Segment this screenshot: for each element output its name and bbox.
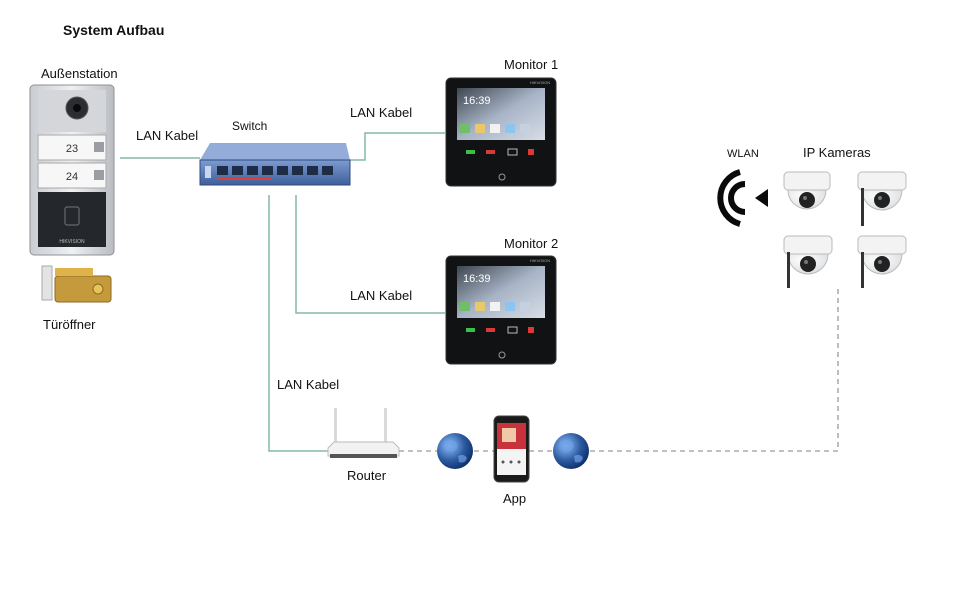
card-reader-icon xyxy=(64,206,80,226)
lan-lines xyxy=(120,132,445,452)
ip-camera-icon xyxy=(783,171,831,210)
globe-icon xyxy=(437,433,473,469)
call-end-icon xyxy=(486,150,495,154)
diagram-title: System Aufbau xyxy=(63,22,165,38)
router-icon xyxy=(327,408,400,458)
station-button-2: 24 xyxy=(66,171,78,183)
wifi-icon xyxy=(717,169,768,227)
monitor-2-label: Monitor 2 xyxy=(504,236,559,251)
monitor-1-label: Monitor 1 xyxy=(504,57,559,72)
monitor-1-device: 16:39 HIKVISION xyxy=(445,77,557,187)
door-opener-icon xyxy=(41,265,112,303)
internet-lines xyxy=(399,285,839,452)
monitor-1-brand: HIKVISION xyxy=(530,80,550,85)
lan-cable-label-1: LAN Kabel xyxy=(136,128,199,143)
monitor-2-device: 16:39 HIKVISION xyxy=(445,255,557,365)
lan-cable-label-3: LAN Kabel xyxy=(350,288,413,303)
switch-label: Switch xyxy=(232,119,268,133)
monitor-1-time: 16:39 xyxy=(463,95,491,107)
ip-camera-icon xyxy=(783,235,833,288)
ip-camera-icon xyxy=(857,171,907,226)
lan-cable-label-2: LAN Kabel xyxy=(350,105,413,120)
outdoor-station: 23 24 HIKVISION xyxy=(29,84,115,256)
app-label: App xyxy=(503,491,527,506)
door-opener-label: Türöffner xyxy=(43,317,96,332)
lan-cable-label-4: LAN Kabel xyxy=(277,377,340,392)
lan-line-switch-monitor-2 xyxy=(295,195,445,314)
lan-line-switch-router xyxy=(268,195,328,452)
wlan-label: WLAN xyxy=(727,148,759,160)
ip-camera-icon xyxy=(857,235,907,288)
network-switch-icon xyxy=(199,143,351,186)
video-icon xyxy=(507,148,518,156)
station-button-1: 23 xyxy=(66,143,78,155)
router-label: Router xyxy=(347,468,387,483)
call-accept-icon xyxy=(466,150,475,154)
unlock-icon xyxy=(528,149,534,155)
home-key-icon xyxy=(498,173,506,181)
lan-line-switch-monitor-1 xyxy=(350,132,445,161)
smartphone-icon xyxy=(493,415,530,483)
monitor-2-time: 16:39 xyxy=(463,273,491,285)
globe-icon xyxy=(553,433,589,469)
monitor-2-brand: HIKVISION xyxy=(530,258,550,263)
ip-cameras-label: IP Kameras xyxy=(803,145,871,160)
station-brand: HIKVISION xyxy=(59,239,85,245)
outdoor-station-label: Außenstation xyxy=(41,66,118,81)
